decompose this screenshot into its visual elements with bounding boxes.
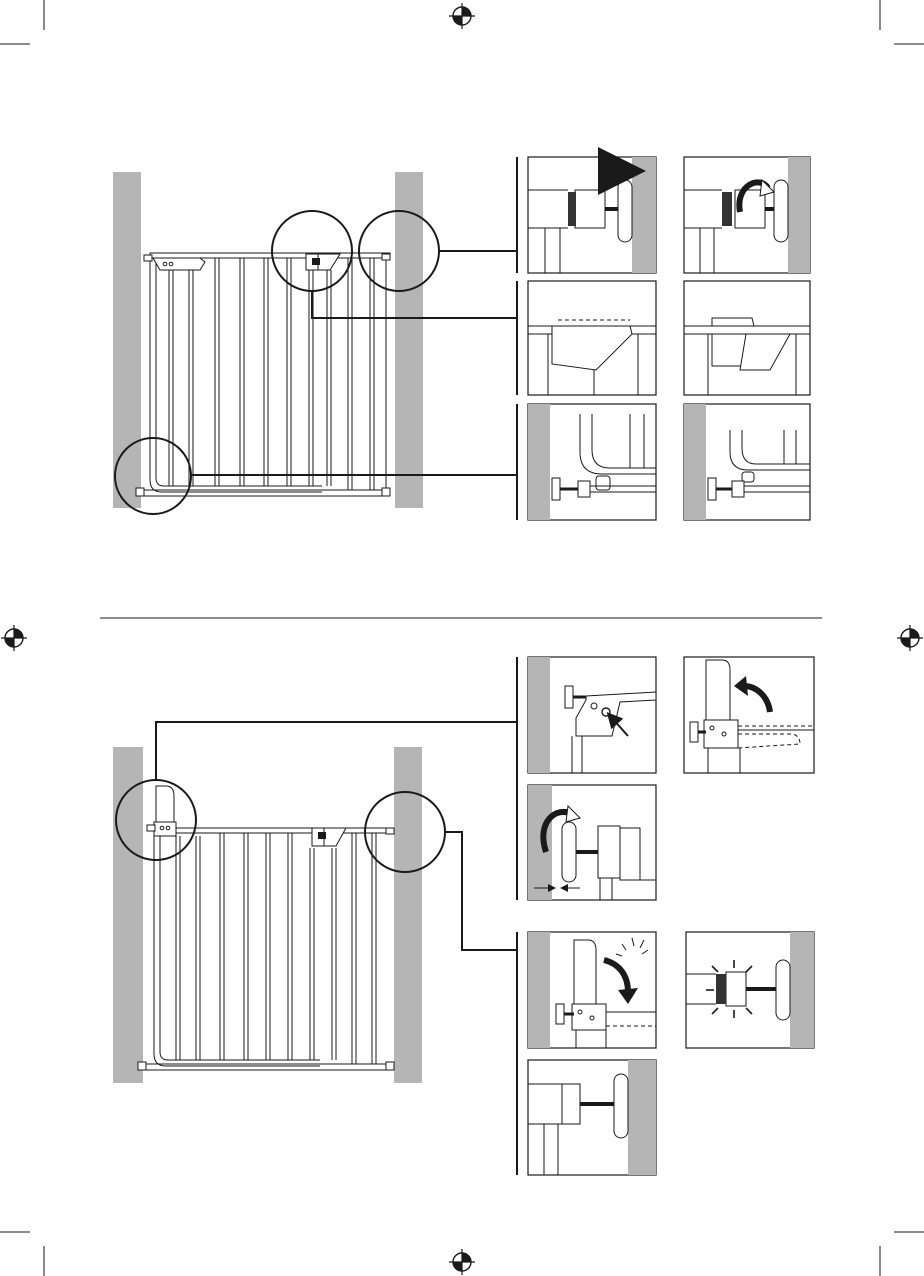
step-image-hinge-press: [528, 657, 656, 773]
step-image-latch-align: [528, 281, 656, 395]
gate-illustration-bottom: [113, 747, 422, 1083]
step-image-bottom-lift: [684, 404, 810, 520]
step-image-hinge-lift: [684, 657, 814, 773]
step-image-spindle-adjust: [528, 785, 656, 900]
step-image-latch-closed: [684, 281, 810, 395]
step-image-hinge-lower: [528, 932, 656, 1048]
registration-mark-icon-top: [449, 3, 475, 29]
step-image-nut-tight: [686, 932, 814, 1048]
step-image-spindle-final: [528, 1060, 656, 1175]
step-image-spindle-rotate: [684, 157, 810, 273]
registration-mark-icon-left: [1, 625, 27, 651]
step-image-bottom-foot: [528, 404, 656, 520]
registration-mark-icon-right: [897, 625, 923, 651]
step-image-spindle-push: [528, 157, 656, 273]
registration-mark-icon-bottom: [449, 1249, 475, 1275]
gate-illustration-top: [113, 172, 423, 508]
